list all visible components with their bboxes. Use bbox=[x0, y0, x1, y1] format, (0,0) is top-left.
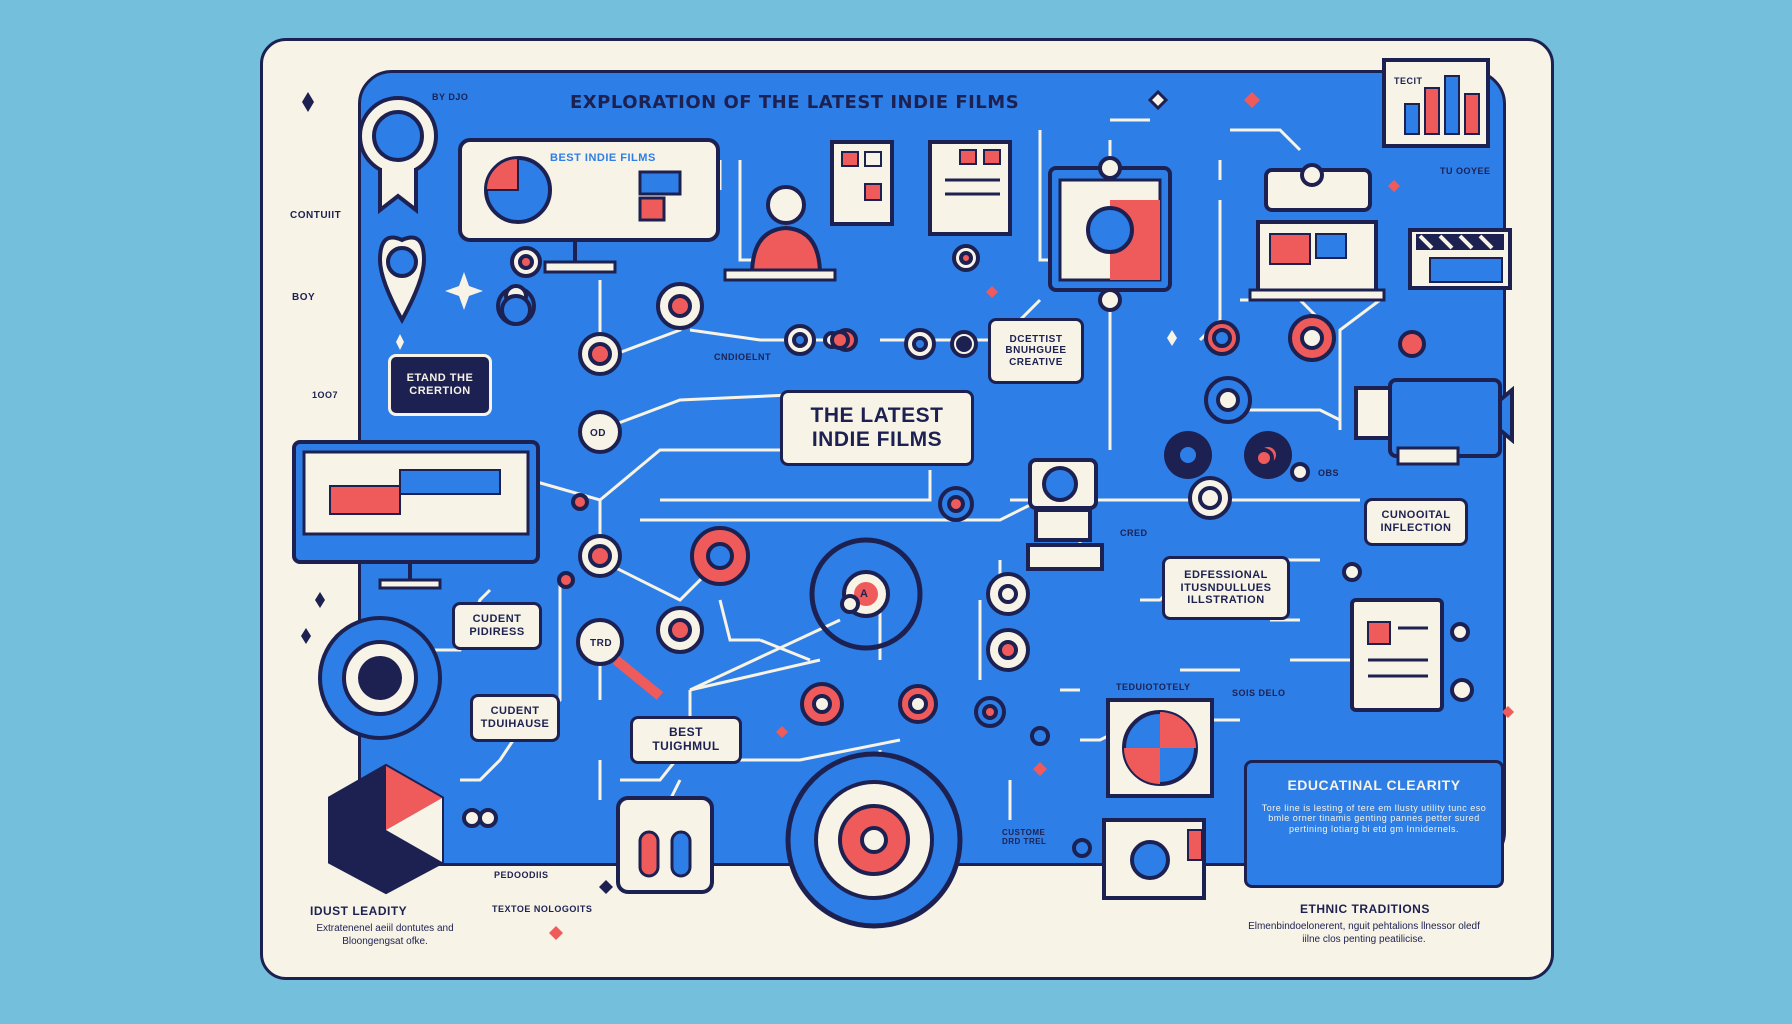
small-text-od: OD bbox=[590, 428, 606, 439]
small-text-technology: TEDUIOTOTELY bbox=[1116, 682, 1191, 692]
location-pin bbox=[377, 235, 427, 325]
film-projector bbox=[1354, 378, 1514, 466]
video-camera bbox=[1026, 458, 1104, 571]
indust-leadity-title: IDUST LEADITY bbox=[310, 904, 408, 918]
ethnic-traditions-body: Elmenbindoelonerent, nguit pehtalions ll… bbox=[1248, 921, 1480, 945]
best-technique-label: BEST TUIGHMUL bbox=[630, 716, 742, 764]
sparkle-icons bbox=[301, 89, 1514, 940]
monitor-best-indie-films bbox=[458, 138, 720, 274]
small-text-year: 1OO7 bbox=[312, 390, 339, 400]
hub-wheel bbox=[809, 537, 923, 651]
top-right-bar-chart bbox=[1382, 58, 1490, 148]
professional-illustration-label: EDFESSIONAL ITUSNDULLUES ILLSTRATION bbox=[1162, 556, 1290, 620]
educational-clarity-title: EDUCATINAL CLEARITY bbox=[1287, 777, 1461, 793]
small-text-top-right-box: TECIT bbox=[1394, 76, 1423, 86]
educational-clarity-box: EDUCATINAL CLEARITY Tore line is lesting… bbox=[1244, 760, 1504, 888]
stand-the-creation-label: ETAND THE CRERTION bbox=[388, 354, 492, 416]
small-text-obs: OBS bbox=[1318, 468, 1340, 478]
contest-label: DCETTIST BNUHGUEE CREATIVE bbox=[988, 318, 1084, 384]
ethnic-traditions-title: ETHNIC TRADITIONS bbox=[1300, 902, 1430, 916]
poster-title: EXPLORATION OF THE LATEST INDIE FILMS bbox=[570, 92, 1020, 113]
small-text-cred: CRED bbox=[1120, 528, 1148, 538]
editing-station bbox=[1248, 163, 1386, 302]
target-badge bbox=[318, 616, 442, 740]
document-page bbox=[1350, 598, 1444, 712]
educational-clarity-body: Tore line is lesting of tere em llusty u… bbox=[1261, 803, 1487, 834]
timeline-screen bbox=[292, 440, 540, 590]
small-text-sold: SOIS DELO bbox=[1232, 688, 1286, 698]
center-label: THE LATEST INDIE FILMS bbox=[780, 390, 974, 466]
presenter-figure bbox=[723, 185, 837, 282]
student-technique-label: CUDENT TDUIHAUSE bbox=[470, 694, 560, 742]
document-cards bbox=[830, 140, 1012, 236]
magnifier-icon bbox=[576, 618, 664, 700]
hexagon-cube bbox=[328, 763, 444, 895]
hub-center-label: A bbox=[860, 588, 869, 600]
server-unit bbox=[1102, 818, 1206, 900]
small-text-conduit: CNDIOELNT bbox=[714, 352, 771, 362]
small-text-produce: PEDOODIIS bbox=[494, 870, 549, 880]
clapperboard bbox=[1408, 228, 1512, 290]
small-text-costume: CUSTOME DRD TREL bbox=[1002, 828, 1047, 846]
central-dial bbox=[785, 751, 963, 929]
toggle-device bbox=[616, 796, 714, 894]
small-text-contact: CONTUIIT bbox=[290, 210, 342, 221]
small-text-top-left: BY DJO bbox=[432, 92, 469, 102]
small-text-texture: TEXTOE NOLOGOITS bbox=[492, 904, 593, 914]
pie-frame bbox=[1106, 698, 1214, 798]
cinematic-inflection-label: CUNOOITAL INFLECTION bbox=[1364, 498, 1468, 546]
connector-nodes bbox=[462, 244, 1474, 858]
monitor-label: BEST INDIE FILMS bbox=[550, 152, 656, 164]
camera-monitor bbox=[1048, 156, 1172, 312]
award-ribbon bbox=[358, 96, 438, 215]
indust-leadity-body: Extratenenel aeiil dontutes and Bloongen… bbox=[316, 923, 454, 947]
small-text-trd: TRD bbox=[590, 638, 613, 649]
small-text-boy: BOY bbox=[292, 292, 316, 303]
small-text-right-top: TU OOYEE bbox=[1440, 166, 1491, 176]
student-progress-label: CUDENT PIDIRESS bbox=[452, 602, 542, 650]
